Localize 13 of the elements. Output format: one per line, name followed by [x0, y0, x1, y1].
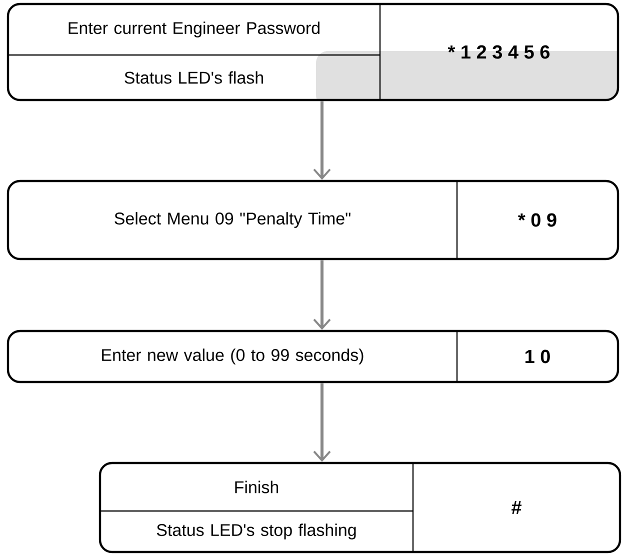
- instruction-text: Select Menu 09 "Penalty Time": [114, 212, 350, 228]
- instruction-text: Enter new value (0 to 99 seconds): [102, 348, 364, 364]
- status-text: Status LED's stop flashing: [156, 524, 356, 540]
- key-code: * 1 2 3 4 5 6: [448, 45, 550, 59]
- arrow: [313, 260, 331, 330]
- status-text: Status LED's flash: [124, 71, 263, 84]
- arrow: [313, 101, 331, 180]
- instruction-text: Enter current Engineer Password: [68, 22, 320, 38]
- instruction-text: Finish: [235, 480, 278, 494]
- key-code: 1 0: [526, 350, 550, 364]
- key-code: * 0 9: [518, 213, 556, 227]
- key-code: #: [512, 501, 522, 514]
- arrow: [313, 383, 331, 462]
